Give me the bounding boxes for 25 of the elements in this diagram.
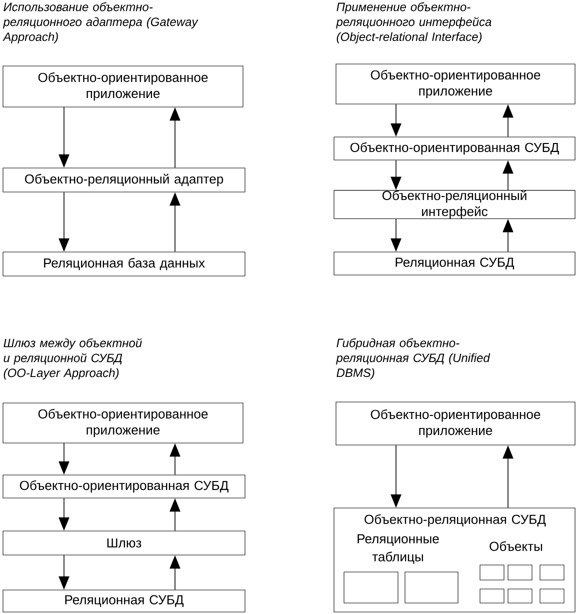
process-box: Реляционная база данных	[2, 252, 246, 276]
panel-label: Гибридная объектно-реляционная СУБД (Unified DBMS)	[336, 338, 490, 380]
empty-box	[344, 572, 398, 604]
process-box: Объектно-ориентированное приложение	[2, 402, 244, 444]
container-box: Объектно-реляционная СУБД Реляционные таблицы Объекты	[334, 508, 576, 612]
panel-label: Использование объектно-реляционного адаптера (Gateway Approach)	[2, 2, 198, 44]
process-box: Объектно-ориентированная СУБД	[334, 136, 576, 160]
process-box: Шлюз	[2, 530, 246, 556]
empty-box	[480, 564, 504, 580]
empty-box	[508, 588, 532, 604]
empty-box	[480, 588, 504, 604]
process-box: Объектно-реляционный адаптер	[2, 168, 246, 192]
empty-box	[540, 588, 564, 604]
process-box: Реляционная СУБД	[2, 590, 246, 612]
panel-label: Шлюз между объектной и реляционной СУБД (OO-Layer Approach)	[4, 338, 142, 380]
process-box: Объектно-реляционный интерфейс	[334, 190, 576, 219]
panel-label: Применение объектно-реляционного интерфейса (Object-relational Interface)	[336, 2, 492, 44]
process-box: Объектно-ориентированное приложение	[336, 64, 576, 104]
empty-box	[540, 564, 564, 580]
process-box: Объектно-ориентированная СУБД	[2, 474, 246, 498]
process-box: Объектно-ориентированное приложение	[336, 402, 576, 446]
process-box: Объектно-ориентированное приложение	[2, 66, 244, 108]
empty-box	[508, 564, 532, 580]
process-box: Реляционная СУБД	[334, 252, 576, 276]
empty-box	[404, 572, 458, 604]
